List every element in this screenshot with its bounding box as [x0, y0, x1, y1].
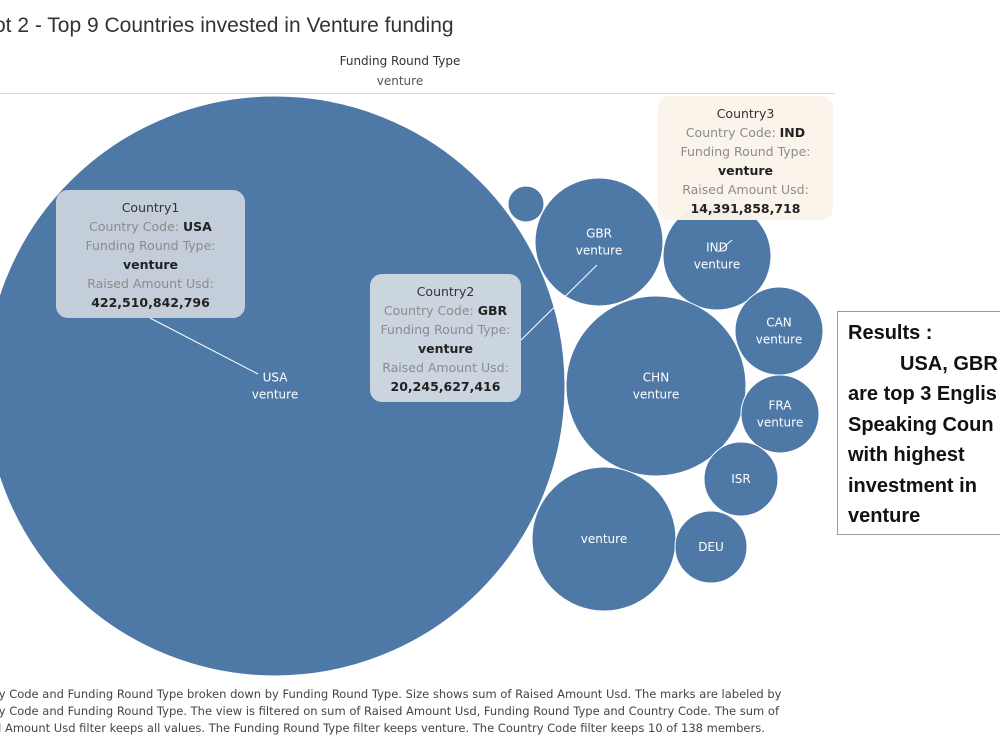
tooltip-heading: Country2	[416, 284, 475, 299]
caption-line: d Amount Usd filter keeps all values. Th…	[0, 721, 765, 735]
caption-line: ry Code and Funding Round Type broken do…	[0, 687, 782, 701]
tooltip-country1: Country1 Country Code: USA Funding Round…	[56, 190, 245, 318]
tooltip-amount-value: 422,510,842,796	[91, 295, 210, 310]
results-line: Speaking Coun	[848, 413, 994, 436]
results-line: venture	[848, 505, 921, 527]
caption-line: ry Code and Funding Round Type. The view…	[0, 704, 779, 718]
bubble-gbr[interactable]	[534, 177, 664, 307]
results-line: are top 3 Englis	[848, 383, 997, 405]
bubble-unlabeled-9[interactable]	[507, 185, 545, 223]
bubble-label: DEU	[698, 540, 724, 554]
tooltip-amount-label: Raised Amount Usd:	[382, 360, 509, 375]
tooltip-amount-value: 20,245,627,416	[390, 379, 501, 394]
tooltip-code-label: Country Code:	[89, 219, 180, 234]
tooltip-code-value: IND	[779, 125, 806, 140]
tooltip-round-label: Funding Round Type:	[680, 144, 811, 159]
bubble-label: venture	[581, 532, 627, 546]
tooltip-connector-line	[149, 317, 259, 375]
tooltip-connector-line	[520, 264, 598, 341]
tooltip-code-label: Country Code:	[685, 125, 776, 140]
tooltip-round-value: venture	[417, 341, 474, 356]
tooltip-amount-label: Raised Amount Usd:	[682, 182, 809, 197]
chart-title: ot 2 - Top 9 Countries invested in Ventu…	[0, 14, 454, 37]
bubble-chn[interactable]	[565, 295, 747, 477]
results-heading: Results :	[848, 322, 933, 344]
tooltip-heading: Country3	[716, 106, 775, 121]
bubble-isr[interactable]	[703, 441, 779, 517]
tooltip-heading: Country1	[121, 200, 180, 215]
tooltip-code-value: USA	[183, 219, 212, 234]
bubble-deu[interactable]	[674, 510, 748, 584]
tooltip-connector-line	[717, 239, 733, 253]
tooltip-code-value: GBR	[477, 303, 508, 318]
tooltip-round-value: venture	[122, 257, 179, 272]
chart-caption: ry Code and Funding Round Type broken do…	[0, 686, 824, 737]
column-header-value: venture	[376, 74, 424, 88]
results-line: investment in	[848, 474, 977, 497]
tooltip-round-value: venture	[717, 163, 774, 178]
tooltip-round-label: Funding Round Type:	[380, 322, 511, 337]
tooltip-round-label: Funding Round Type:	[85, 238, 216, 253]
tooltip-amount-label: Raised Amount Usd:	[87, 276, 214, 291]
tooltip-country3: Country3 Country Code: IND Funding Round…	[658, 96, 833, 220]
bubble-can[interactable]	[734, 286, 824, 376]
header-divider	[0, 93, 835, 94]
bubble-label: ISR	[731, 472, 751, 486]
tooltip-amount-value: 14,391,858,718	[690, 201, 801, 216]
results-line: USA, GBR	[900, 352, 998, 375]
bubble-fra[interactable]	[740, 374, 820, 454]
results-line: with highest	[848, 444, 965, 466]
column-header-label: Funding Round Type	[339, 54, 461, 68]
results-box: Results : USA, GBR are top 3 Englis Spea…	[837, 311, 1000, 535]
tooltip-code-label: Country Code:	[383, 303, 474, 318]
tooltip-country2: Country2 Country Code: GBR Funding Round…	[370, 274, 521, 402]
